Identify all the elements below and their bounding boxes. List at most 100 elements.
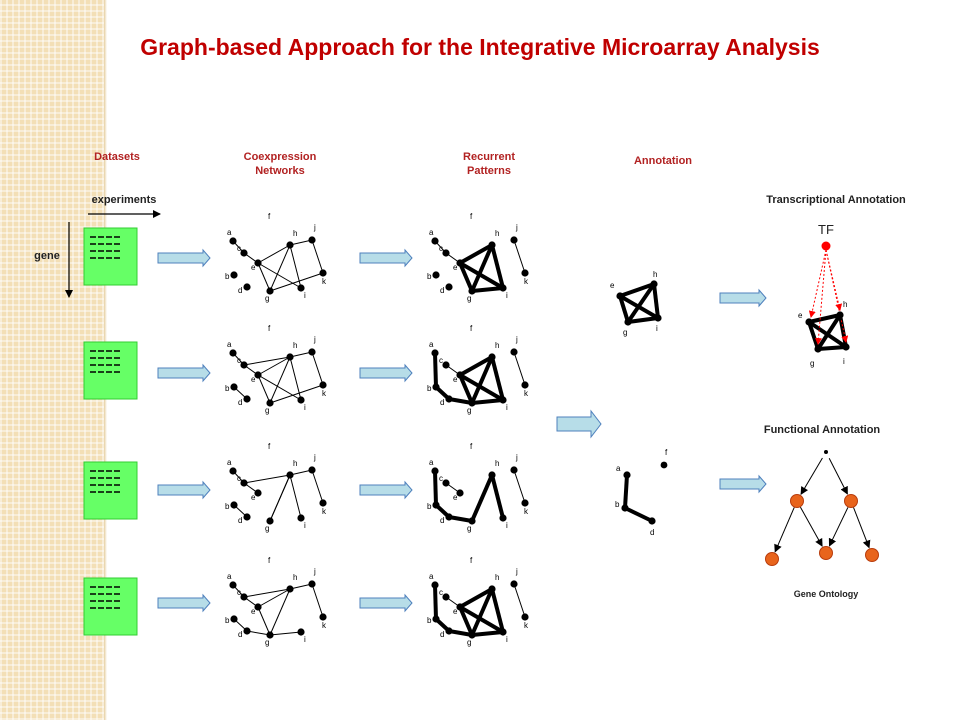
node-label: a [429,458,434,467]
recurrent-pattern-network [431,348,529,407]
node-label: h [293,341,297,350]
ontology-root-point [824,450,828,454]
node-label: j [313,335,316,344]
header-recurrent: Patterns [467,165,511,177]
network-node [266,631,274,639]
network-edge [459,243,493,265]
node-label: i [656,324,658,333]
node-label: i [506,403,508,412]
node-label: a [227,340,232,349]
ontology-edge [828,458,848,495]
node-label: e [453,607,458,616]
network-node [456,371,464,379]
network-edge [471,398,504,405]
node-label: i [304,635,306,644]
tf-regulation-arrow [808,249,827,318]
node-label: b [225,384,230,393]
clique-edge [618,295,630,323]
node-label: a [429,340,434,349]
coexpression-network [229,348,327,407]
network-edge [448,629,473,637]
network-node [445,513,453,521]
node-label: j [515,453,518,462]
network-node [521,381,529,389]
network-edge [513,239,526,274]
coexpression-network [229,236,327,295]
node-label: g [810,359,814,368]
node-label: g [265,406,269,415]
node-label: f [268,556,271,565]
network-node [266,399,274,407]
ontology-edge [828,507,849,547]
network-edge [246,630,271,636]
transcriptional-annotation [805,241,850,353]
node-label: j [313,223,316,232]
header-recurrent: Recurrent [463,151,515,163]
dataset-to-network-arrow [157,248,211,268]
node-label: e [453,493,458,502]
node-label: f [268,442,271,451]
tf-regulation-arrow [825,249,849,343]
network-node [468,631,476,639]
network-node [229,349,237,357]
node-label: c [237,244,241,253]
network-to-pattern-arrow [359,480,413,500]
node-label: e [798,311,803,320]
node-label: c [439,588,443,597]
network-edge [433,584,438,620]
network-edge [269,631,302,636]
label-experiments: experiments [92,194,157,206]
network-edge [458,262,474,292]
network-node [319,381,327,389]
node-label: c [237,356,241,365]
network-edge [289,239,313,246]
to-transcriptional-arrow [719,288,767,308]
network-node [319,613,327,621]
clique-edge [627,316,659,324]
tf-label: TF [818,222,834,237]
network-node [510,236,518,244]
node-label: b [615,500,620,509]
network-edge [289,351,313,358]
network-edge [459,587,493,609]
node-label: k [524,389,529,398]
network-edge [257,606,271,636]
node-label: h [495,459,499,468]
ontology-term-node [844,494,858,508]
network-edge [311,469,324,504]
network-node [442,479,450,487]
network-node [456,259,464,267]
ontology-edge [774,507,795,553]
network-node [229,467,237,475]
network-edge [257,588,291,608]
ontology-term-node [765,552,779,566]
node-label: f [470,324,473,333]
network-edge [470,244,494,292]
network-node [240,593,248,601]
network-edge [257,374,302,401]
network-node [297,284,305,292]
node-label: d [440,286,444,295]
network-node [229,237,237,245]
node-label: h [495,341,499,350]
clique-edge [619,282,655,298]
node-label: g [467,638,471,647]
to-functional-arrow [719,474,767,494]
node-label: i [304,403,306,412]
node-label: i [506,635,508,644]
node-label: f [470,212,473,221]
node-label: f [268,324,271,333]
network-node [432,615,440,623]
clique-node [836,311,844,319]
label-gene: gene [34,250,60,262]
matrix-dashes [90,236,121,259]
network-node [468,287,476,295]
network-edge [433,352,438,388]
network-edge [257,374,271,404]
clique-edge [626,282,656,324]
network-edge [269,588,291,636]
network-node [319,499,327,507]
node-label: i [304,291,306,300]
node-label: j [515,567,518,576]
